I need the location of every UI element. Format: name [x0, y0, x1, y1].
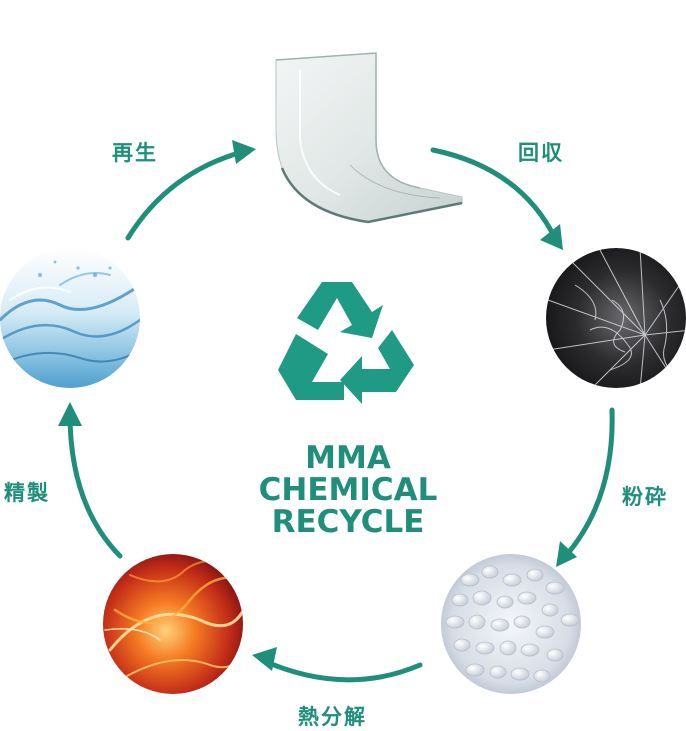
fire-photo — [103, 554, 243, 694]
arrow-purify — [67, 411, 123, 559]
arrow-crush — [561, 407, 615, 561]
recycle-icon — [278, 282, 414, 404]
title-line-3: RECYCLE — [272, 504, 425, 540]
arrow-heads — [58, 140, 577, 671]
arrow-regenerate — [125, 149, 245, 241]
title-line-2: CHEMICAL — [259, 472, 438, 508]
water-splash-photo — [0, 248, 140, 388]
step-label-pyrolysis: 熱分解 — [298, 705, 367, 729]
cycle-arrows — [67, 147, 615, 683]
arrowhead-purify — [58, 402, 82, 426]
arrowhead-crush — [556, 541, 577, 567]
arrowhead-recover — [540, 224, 563, 250]
acrylic-sheet-photo — [275, 52, 463, 224]
arrow-pyrolysis — [259, 657, 423, 683]
center-title: MMA CHEMICAL RECYCLE — [259, 440, 438, 540]
white-pellets-photo — [441, 554, 581, 694]
step-label-purify: 精製 — [4, 481, 50, 505]
broken-glass-photo — [546, 248, 686, 388]
arrowhead-regenerate — [232, 140, 256, 164]
step-label-crush: 粉砕 — [622, 485, 668, 509]
title-line-1: MMA — [305, 440, 391, 476]
step-label-recover: 回収 — [518, 141, 564, 165]
step-label-regenerate: 再生 — [112, 141, 158, 165]
arrowhead-pyrolysis — [252, 647, 277, 671]
arrow-recover — [430, 147, 558, 241]
